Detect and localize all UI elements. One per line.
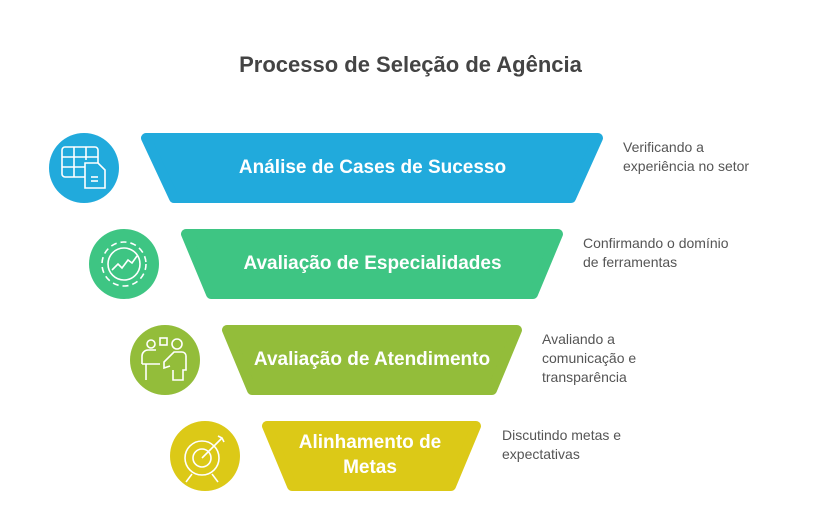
funnel-band-1	[141, 133, 603, 203]
description-line: experiência no setor	[623, 157, 750, 174]
stage-description-2: Confirmando o domínio de ferramentas	[583, 234, 729, 272]
description-line: Confirmando o domínio	[583, 235, 729, 251]
description-line: Verificando a	[623, 139, 704, 155]
description-line: comunicação e	[542, 349, 637, 366]
funnel-band-4	[262, 421, 481, 491]
target-icon	[170, 421, 240, 491]
stage-label-3: Avaliação de Atendimento	[253, 348, 491, 370]
description-line: transparência	[542, 368, 627, 385]
stage-label-1: Análise de Cases de Sucesso	[238, 156, 507, 178]
funnel-band-3	[222, 325, 522, 395]
description-line: Discutindo metas e	[502, 427, 622, 443]
stage-label-2: Avaliação de Especialidades	[243, 252, 502, 274]
description-line: de ferramentas	[583, 253, 678, 270]
description-line: Avaliando a	[542, 331, 615, 347]
stage-description-1: Verificando a experiência no setor	[623, 138, 749, 176]
stage-description-3: Avaliando a comunicação e transparência	[542, 330, 636, 387]
presenter-icon	[130, 325, 200, 395]
gear-chart-icon	[89, 229, 159, 299]
stage-description-4: Discutindo metas e expectativas	[502, 426, 621, 464]
spreadsheet-document-icon	[49, 133, 119, 203]
stage-label-4: Alinhamento de Metas	[298, 432, 442, 478]
description-line: expectativas	[502, 445, 580, 462]
diagram-title: Processo de Seleção de Agência	[239, 52, 582, 77]
funnel-band-2	[181, 229, 563, 299]
